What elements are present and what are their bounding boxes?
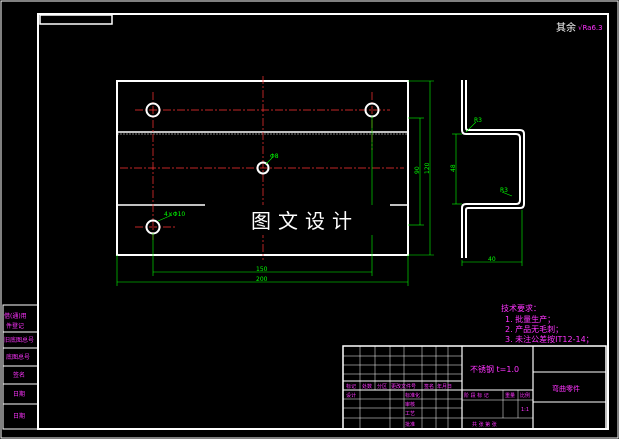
drawing-border <box>37 13 609 430</box>
tb-header-1: 标记 <box>346 383 356 390</box>
hole-center[interactable] <box>256 161 270 175</box>
plate-outline[interactable] <box>116 80 409 256</box>
tb-header-5: 签名 <box>424 383 434 390</box>
tech-req-item-1: 1. 批量生产； <box>505 314 555 324</box>
side-strip-label-3: 旧底图总号 <box>4 336 34 344</box>
watermark-text: 图文设计 <box>251 209 359 233</box>
roughness-value: √Ra6.3 <box>578 24 603 32</box>
tb-row-design: 设计 <box>346 392 356 399</box>
center-hole-label: Φ8 <box>270 153 279 160</box>
tech-req-item-3: 3. 未注公差按IT12-14； <box>505 334 594 344</box>
dim-hole-spacing: 150 <box>256 266 268 273</box>
title-block[interactable] <box>342 345 607 430</box>
tb-scale-label: 比例 <box>520 392 530 399</box>
tb-material: 不锈钢 t=1.0 <box>470 364 519 374</box>
side-view-dims <box>452 121 523 266</box>
side-strip-label-5: 签名 <box>13 371 25 379</box>
tb-header-3: 分区 <box>377 383 387 390</box>
side-strip <box>2 304 39 430</box>
tb-header-2: 处数 <box>362 383 372 390</box>
dim-height-inner: 90 <box>414 166 421 174</box>
holes[interactable] <box>145 102 380 235</box>
tb-row-review: 审核 <box>405 401 415 408</box>
watermark-background <box>212 205 390 235</box>
hole-callout-label: 4×Φ10 <box>164 211 185 218</box>
title-block-frame <box>342 345 607 430</box>
dim-overall-width: 200 <box>256 276 268 283</box>
tb-header-6: 年月日 <box>437 383 452 390</box>
tb-row-process: 工艺 <box>405 411 415 417</box>
leader-center-hole <box>265 157 273 165</box>
side-strip-label-6: 日期 <box>13 390 25 398</box>
front-view[interactable] <box>116 80 409 256</box>
dim-radius-bottom: R3 <box>500 187 508 194</box>
tb-part-name: 弯曲零件 <box>552 384 580 393</box>
side-strip-label-4: 底图总号 <box>6 353 30 361</box>
side-strip-label-2: 件登记 <box>6 322 24 330</box>
side-profile-outer <box>461 80 521 258</box>
tb-header-4: 更改文件号 <box>391 383 416 390</box>
side-profile-inner <box>465 80 525 258</box>
roughness-prefix: 其余 <box>556 21 576 34</box>
side-strip-label-7: 日期 <box>13 412 25 420</box>
tech-req-item-2: 2. 产品无毛刺； <box>505 324 563 334</box>
tb-stage-mark: 阶 段 标 记 <box>464 392 489 399</box>
tech-req-title: 技术要求： <box>501 303 541 313</box>
dim-flange-height: 48 <box>450 164 457 172</box>
tb-sheet: 共 张 第 张 <box>472 421 497 428</box>
right-dimensions <box>408 80 434 256</box>
tb-row-approve: 批准 <box>405 421 415 428</box>
tb-scale-value: 1:1 <box>521 407 529 413</box>
dim-flange-width: 40 <box>488 256 496 263</box>
tb-row-standard: 标准化 <box>405 392 420 399</box>
top-left-code-box <box>39 14 113 25</box>
side-view[interactable] <box>461 80 525 258</box>
bottom-dimensions <box>116 116 409 286</box>
leader-hole-callout <box>157 214 173 222</box>
side-strip-label-1: 借(通)用 <box>4 312 27 320</box>
hole-top-left[interactable] <box>145 102 161 118</box>
dim-height-outer: 120 <box>424 162 431 174</box>
centerlines <box>120 76 404 260</box>
dim-radius-top: R3 <box>474 117 482 124</box>
tb-weight: 重量 <box>505 392 515 399</box>
